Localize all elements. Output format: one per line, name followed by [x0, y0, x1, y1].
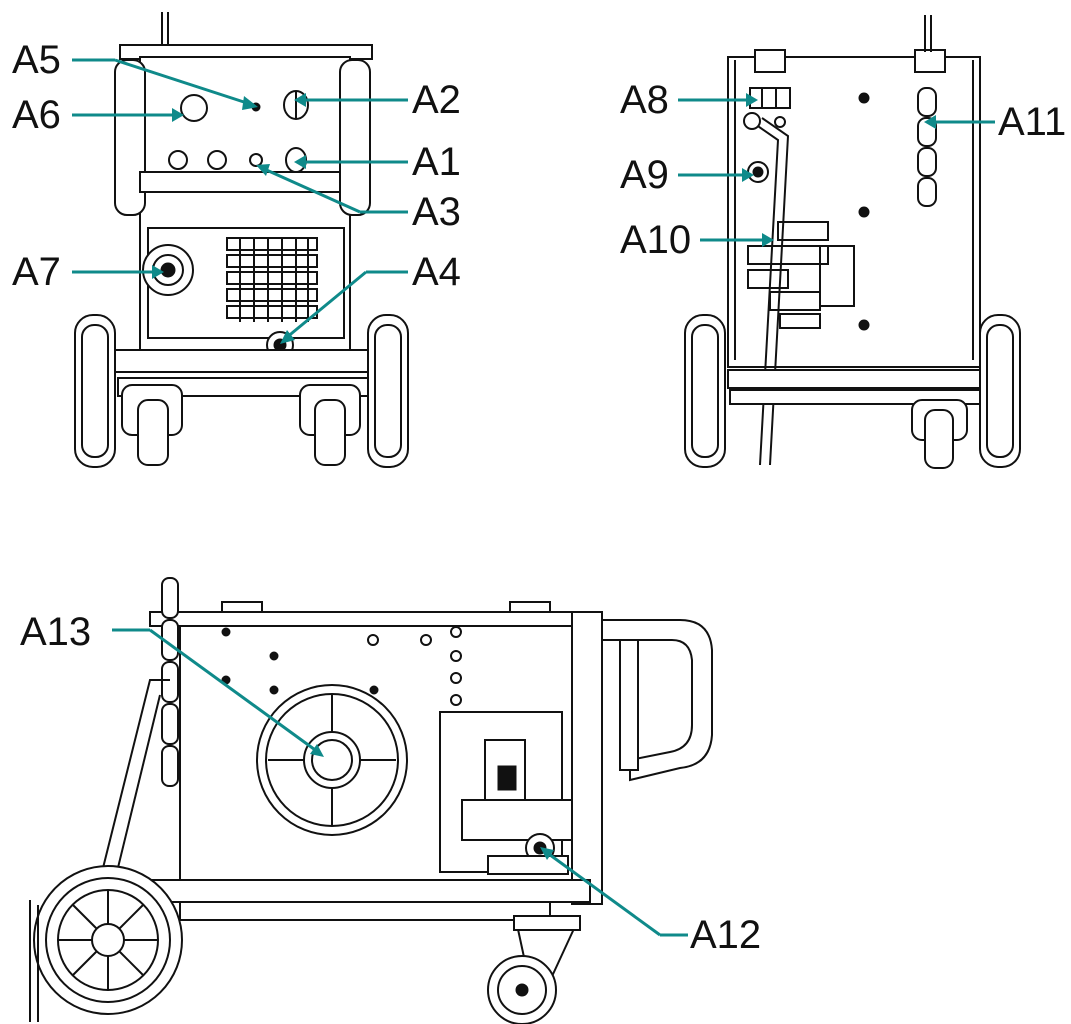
callout-label-a6: A6 — [12, 93, 61, 137]
callout-label-a5: A5 — [12, 38, 61, 82]
callout-label-a9: A9 — [620, 153, 669, 197]
callout-lines — [72, 58, 995, 937]
callout-label-a11: A11 — [998, 100, 1067, 144]
callout-label-a3: A3 — [412, 190, 461, 234]
callout-label-a1: A1 — [412, 140, 461, 184]
front-view — [74, 12, 409, 468]
callout-label-a12: A12 — [690, 913, 762, 957]
callout-label-a7: A7 — [12, 250, 61, 294]
rear-view — [684, 15, 1021, 469]
callout-label-a10: A10 — [620, 218, 692, 262]
callout-label-a4: A4 — [412, 250, 461, 294]
callout-label-a8: A8 — [620, 78, 669, 122]
side-view — [29, 577, 713, 1024]
callout-label-a2: A2 — [412, 78, 461, 122]
callout-label-a13: A13 — [20, 610, 92, 654]
